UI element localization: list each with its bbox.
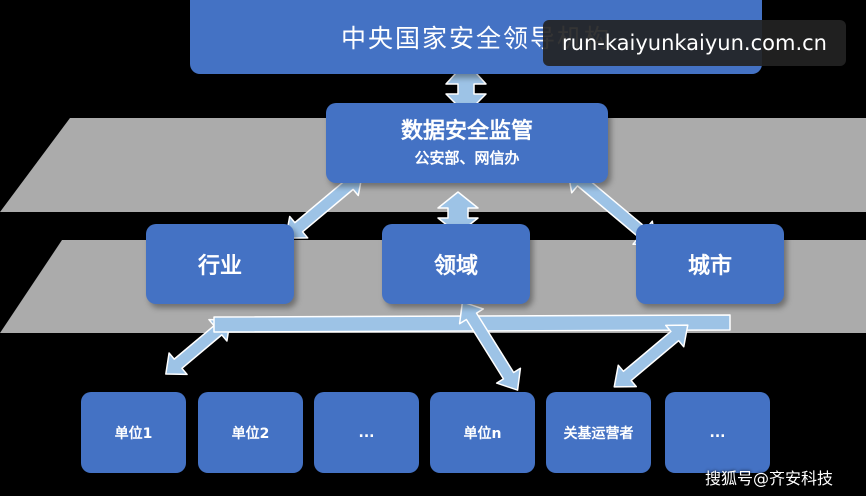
unit-box-1: 单位1: [81, 392, 186, 473]
arrow-city-operator: [613, 324, 689, 388]
url-watermark-text: run-kaiyunkaiyun.com.cn: [562, 31, 827, 55]
city-box: 城市: [636, 224, 784, 304]
unit-box-ellipsis-2: ...: [665, 392, 770, 473]
domain-label: 领域: [433, 254, 478, 279]
unit-box-2: 单位2: [198, 392, 303, 473]
regulator-title: 数据安全监管: [400, 118, 533, 144]
industry-label: 行业: [197, 254, 242, 279]
unit-label: 单位1: [114, 425, 153, 442]
data-security-regulator-box: 数据安全监管 公安部、网信办: [326, 103, 608, 183]
regulator-subtitle: 公安部、网信办: [414, 149, 520, 168]
unit-label: 单位2: [231, 425, 270, 442]
city-label: 城市: [687, 254, 732, 279]
unit-label: 关基运营者: [563, 425, 634, 442]
domain-box: 领域: [382, 224, 530, 304]
unit-box-ellipsis-1: ...: [314, 392, 419, 473]
unit-label: 单位n: [463, 425, 502, 442]
unit-box-n: 单位n: [430, 392, 535, 473]
arrow-domain-unitn: [458, 301, 522, 391]
unit-label: ...: [358, 424, 375, 441]
url-watermark: run-kaiyunkaiyun.com.cn: [543, 20, 846, 66]
source-credit: 搜狐号@齐安科技: [705, 469, 834, 488]
unit-label: ...: [709, 424, 726, 441]
unit-box-key-operator: 关基运营者: [546, 392, 651, 473]
industry-box: 行业: [146, 224, 294, 304]
